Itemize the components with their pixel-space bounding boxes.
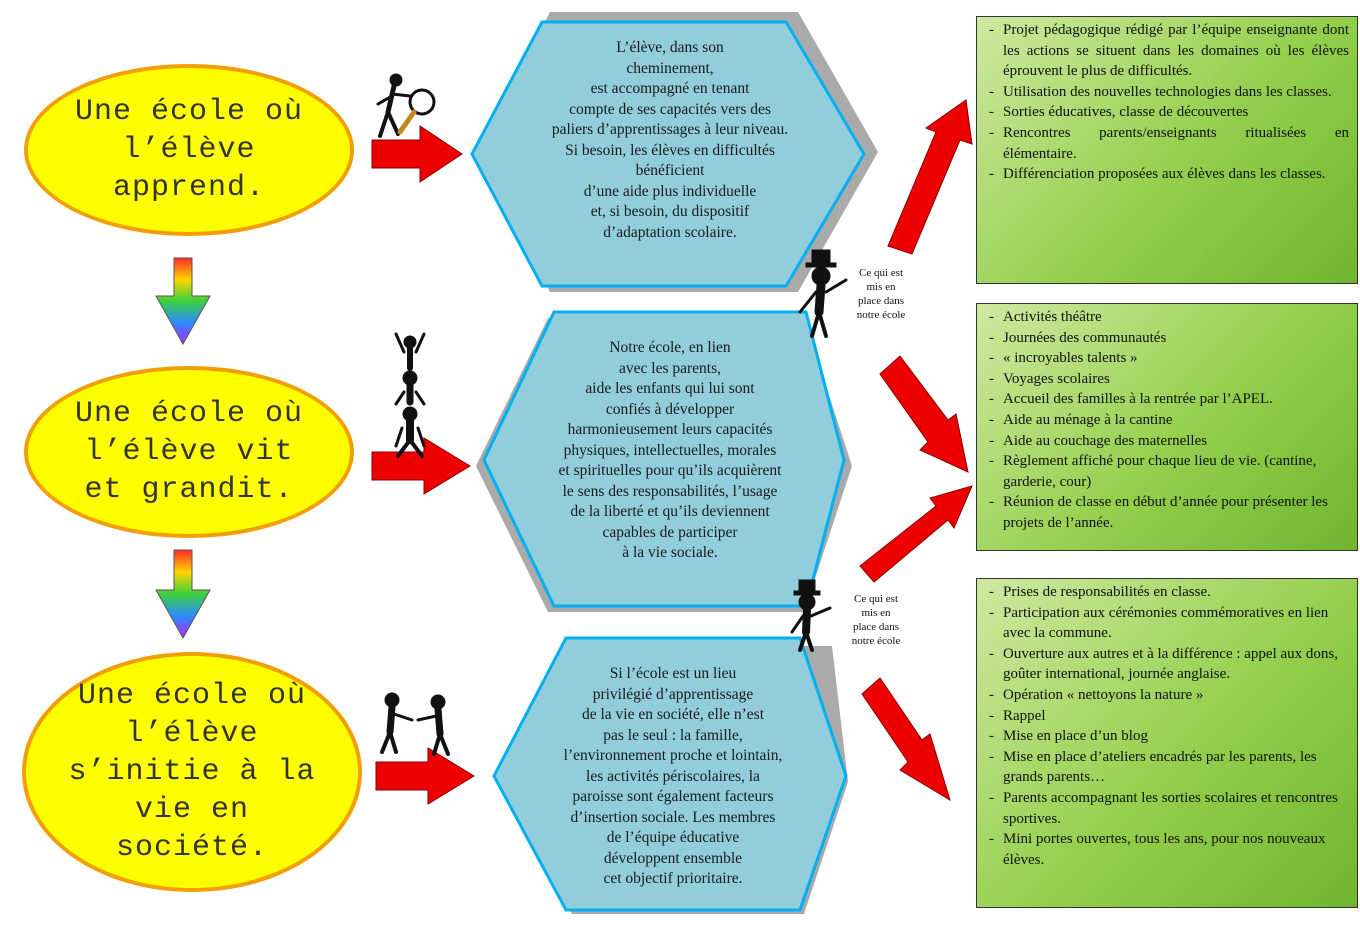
hexagon-3-text: Si l’école est un lieu privilégié d’appr… — [563, 665, 783, 887]
place-label-1: Ce qui est mis en place dans notre école — [856, 267, 906, 321]
ellipse-learn: Une école où l’élève apprend. — [24, 64, 354, 236]
ellipse-society: Une école où l’élève s’initie à la vie e… — [22, 652, 362, 892]
top-hat-figure-icon — [790, 579, 832, 652]
ellipse-society-text: Une école où l’élève s’initie à la vie e… — [68, 679, 316, 865]
list-item: « incroyables talents » — [989, 348, 1349, 369]
list-item: Sorties éducatives, classe de découverte… — [989, 102, 1349, 123]
arrow-down-right-1 — [879, 355, 969, 473]
list-item: Rencontres parents/enseignants ritualisé… — [989, 123, 1349, 164]
actions-box-live-grow: Activités théâtre Journées des communaut… — [976, 303, 1358, 551]
list-item: Journées des communautés — [989, 328, 1349, 349]
actions-box-learn: Projet pédagogique rédigé par l’équipe e… — [976, 16, 1358, 284]
list-item: Activités théâtre — [989, 307, 1349, 328]
list-item: Participation aux cérémonies commémorati… — [989, 603, 1349, 644]
list-item: Projet pédagogique rédigé par l’équipe e… — [989, 20, 1349, 82]
list-item: Réunion de classe en début d’année pour … — [989, 492, 1349, 533]
actions-list-live-grow: Activités théâtre Journées des communaut… — [989, 307, 1349, 534]
arrow-down-right-2 — [861, 677, 951, 802]
arrow-up-right-1 — [887, 99, 973, 255]
top-hat-figure-icon — [798, 249, 848, 338]
list-item: Opération « nettoyons la nature » — [989, 685, 1349, 706]
ellipse-learn-text: Une école où l’élève apprend. — [74, 95, 304, 205]
hexagon-3 — [492, 636, 848, 912]
hexagon-1 — [470, 20, 866, 288]
arrow-right-1 — [371, 125, 463, 183]
list-item: Rappel — [989, 706, 1349, 727]
list-item: Ouverture aux autres et à la différence … — [989, 644, 1349, 685]
arrow-up-right-2 — [859, 485, 973, 583]
actions-box-society: Prises de responsabilités en classe. Par… — [976, 578, 1358, 908]
list-item: Parents accompagnant les sorties scolair… — [989, 788, 1349, 829]
arrow-right-3 — [375, 747, 475, 805]
hexagon-2-text: Notre école, en lien avec les parents, a… — [558, 339, 782, 561]
list-item: Mini portes ouvertes, tous les ans, pour… — [989, 829, 1349, 870]
list-item: Règlement affiché pour chaque lieu de vi… — [989, 451, 1349, 492]
rainbow-down-arrow-icon — [155, 257, 211, 346]
list-item: Différenciation proposées aux élèves dan… — [989, 164, 1349, 185]
hexagon-1-text: L’élève, dans son cheminement, est accom… — [551, 39, 789, 241]
magnifier-figure-icon — [376, 73, 436, 138]
list-item: Aide au couchage des maternelles — [989, 431, 1349, 452]
list-item: Utilisation des nouvelles technologies d… — [989, 82, 1349, 103]
ellipse-live-grow-text: Une école où l’élève vit et grandit. — [74, 397, 304, 507]
actions-list-learn: Projet pédagogique rédigé par l’équipe e… — [989, 20, 1349, 185]
list-item: Accueil des familles à la rentrée par l’… — [989, 389, 1349, 410]
list-item: Mise en place d’ateliers encadrés par le… — [989, 747, 1349, 788]
acrobat-tower-icon — [394, 332, 426, 458]
list-item: Mise en place d’un blog — [989, 726, 1349, 747]
rainbow-down-arrow-icon — [155, 549, 211, 640]
arrow-right-2 — [371, 437, 471, 495]
actions-list-society: Prises de responsabilités en classe. Par… — [989, 582, 1349, 870]
ellipse-live-grow: Une école où l’élève vit et grandit. — [24, 366, 354, 538]
handshake-icon — [380, 692, 450, 756]
list-item: Prises de responsabilités en classe. — [989, 582, 1349, 603]
list-item: Voyages scolaires — [989, 369, 1349, 390]
place-label-2: Ce qui est mis en place dans notre école — [851, 593, 901, 647]
list-item: Aide au ménage à la cantine — [989, 410, 1349, 431]
